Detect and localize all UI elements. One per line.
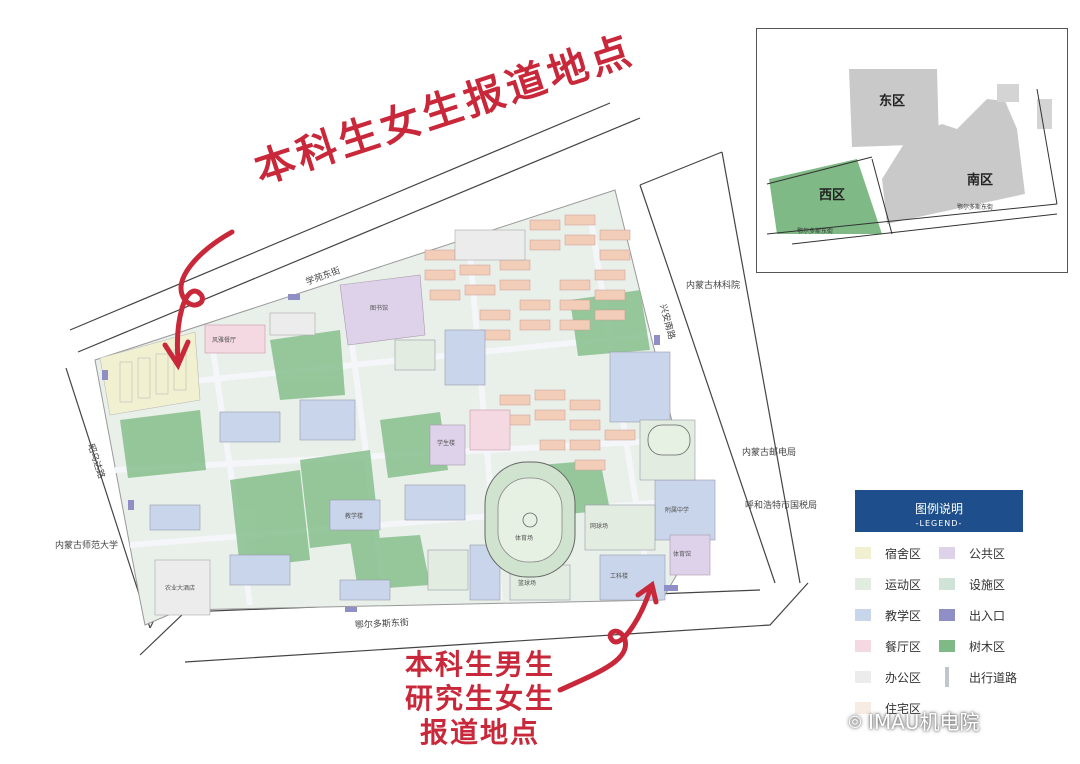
legend-item: 运动区: [855, 575, 939, 593]
legend-item: 教学区: [855, 606, 939, 624]
legend-header: 图例说明 -LEGEND-: [855, 490, 1023, 532]
legend-label: 出入口: [969, 608, 1006, 623]
office-areas: [154, 229, 526, 616]
legend-item: 出入口: [939, 606, 1023, 624]
label-tennis: 网球场: [590, 522, 608, 530]
road-label-west: 昭乌达路: [85, 442, 108, 480]
annotation-line: 本科生男生: [405, 648, 556, 681]
inset-label-south: 南区: [967, 172, 993, 188]
legend-swatch: [939, 640, 955, 652]
legend-swatch: [939, 578, 955, 590]
inset-road-south: 鄂尔多斯东街: [797, 227, 833, 235]
annotation-male-undergrad: 本科生男生 研究生女生 报道地点: [405, 648, 555, 750]
legend-item: 设施区: [939, 575, 1023, 593]
legend-swatch: [855, 640, 871, 652]
sports-areas: [394, 339, 696, 601]
inset-road-bottom: 鄂尔多斯东街: [957, 203, 993, 211]
neighbor-forestry: 内蒙古林科院: [686, 279, 740, 291]
label-teaching: 教学楼: [345, 512, 363, 520]
legend-label: 出行道路: [969, 670, 1018, 685]
legend-label: 运动区: [885, 577, 922, 592]
label-engineering: 工科楼: [610, 572, 628, 580]
legend-label: 教学区: [885, 608, 922, 623]
public-areas: [339, 274, 711, 576]
legend-item: 餐厅区: [855, 637, 939, 655]
legend-label: 餐厅区: [885, 639, 922, 654]
annotation-arrows: [162, 229, 659, 693]
label-stadium: 体育场: [515, 534, 533, 542]
legend-swatch: [855, 547, 871, 559]
annotation-line: 研究生女生: [405, 682, 556, 715]
legend-label: 公共区: [969, 546, 1006, 561]
annotation-line: 报道地点: [420, 716, 541, 749]
stadium: [484, 424, 691, 578]
legend-swatch: [939, 547, 955, 559]
road-label-south: 鄂尔多斯东街: [355, 616, 410, 631]
dorm-salmon: [424, 214, 636, 471]
legend-item: 公共区: [939, 544, 1023, 562]
dorm-yellow: [99, 331, 201, 416]
legend-swatch: [939, 609, 955, 621]
legend-label: 住宅区: [885, 701, 922, 716]
legend-item: 树木区: [939, 637, 1023, 655]
neighbor-normal-univ: 内蒙古师范大学: [55, 539, 118, 551]
inset-east-zone: [849, 69, 939, 147]
map-legend: 图例说明 -LEGEND- 宿舍区 公共区运动区 设施区教学区 出入口餐厅区 树木区办公…: [855, 490, 1023, 717]
legend-item: 出行道路: [939, 667, 1023, 687]
inset-label-east: 东区: [879, 93, 905, 109]
legend-swatch: [855, 578, 871, 590]
neighbor-land-bureau: 呼和浩特市国税局: [745, 499, 817, 511]
label-library: 图书馆: [370, 304, 388, 312]
legend-title: 图例说明: [914, 502, 963, 516]
label-school: 附属中学: [665, 506, 689, 514]
legend-swatch: [855, 702, 871, 714]
legend-item: 住宅区: [855, 699, 939, 717]
legend-swatch: [855, 671, 871, 683]
legend-subtitle: -LEGEND-: [915, 519, 963, 528]
watermark: ◎ IMAU机电院: [848, 706, 979, 735]
legend-item: 办公区: [855, 668, 939, 686]
legend-label: 设施区: [969, 577, 1006, 592]
legend-item: 宿舍区: [855, 544, 939, 562]
legend-label: 办公区: [885, 670, 922, 685]
label-dining-hall: 风雅餐厅: [212, 336, 236, 344]
label-research: 学生楼: [437, 439, 455, 447]
label-basketball: 篮球场: [518, 579, 536, 587]
wechat-icon: ◎: [848, 711, 862, 730]
dining-areas: [204, 324, 511, 451]
label-hotel: 农业大酒店: [165, 584, 195, 592]
inset-map: 东区 西区 南区 鄂尔多斯东街 鄂尔多斯东街: [756, 28, 1068, 273]
legend-swatch: [945, 667, 949, 687]
label-sports-hall: 体育馆: [673, 550, 691, 558]
legend-label: 树木区: [969, 639, 1006, 654]
entrances: [102, 294, 678, 612]
neighbor-telecom: 内蒙古邮电局: [742, 446, 796, 458]
road-label-east: 兴安南路: [657, 303, 678, 341]
inset-map-svg: 东区 西区 南区 鄂尔多斯东街 鄂尔多斯东街: [766, 69, 1058, 245]
inset-south-zone: [882, 99, 1025, 224]
legend-label: 宿舍区: [885, 546, 922, 561]
inset-label-west: 西区: [819, 188, 845, 203]
teaching-areas: [149, 329, 716, 601]
inset-west-zone: [769, 159, 882, 234]
watermark-text: IMAU机电院: [867, 710, 980, 734]
legend-swatch: [855, 609, 871, 621]
legend-items: 宿舍区 公共区运动区 设施区教学区 出入口餐厅区 树木区办公区 出行道路住宅区: [855, 544, 1023, 717]
